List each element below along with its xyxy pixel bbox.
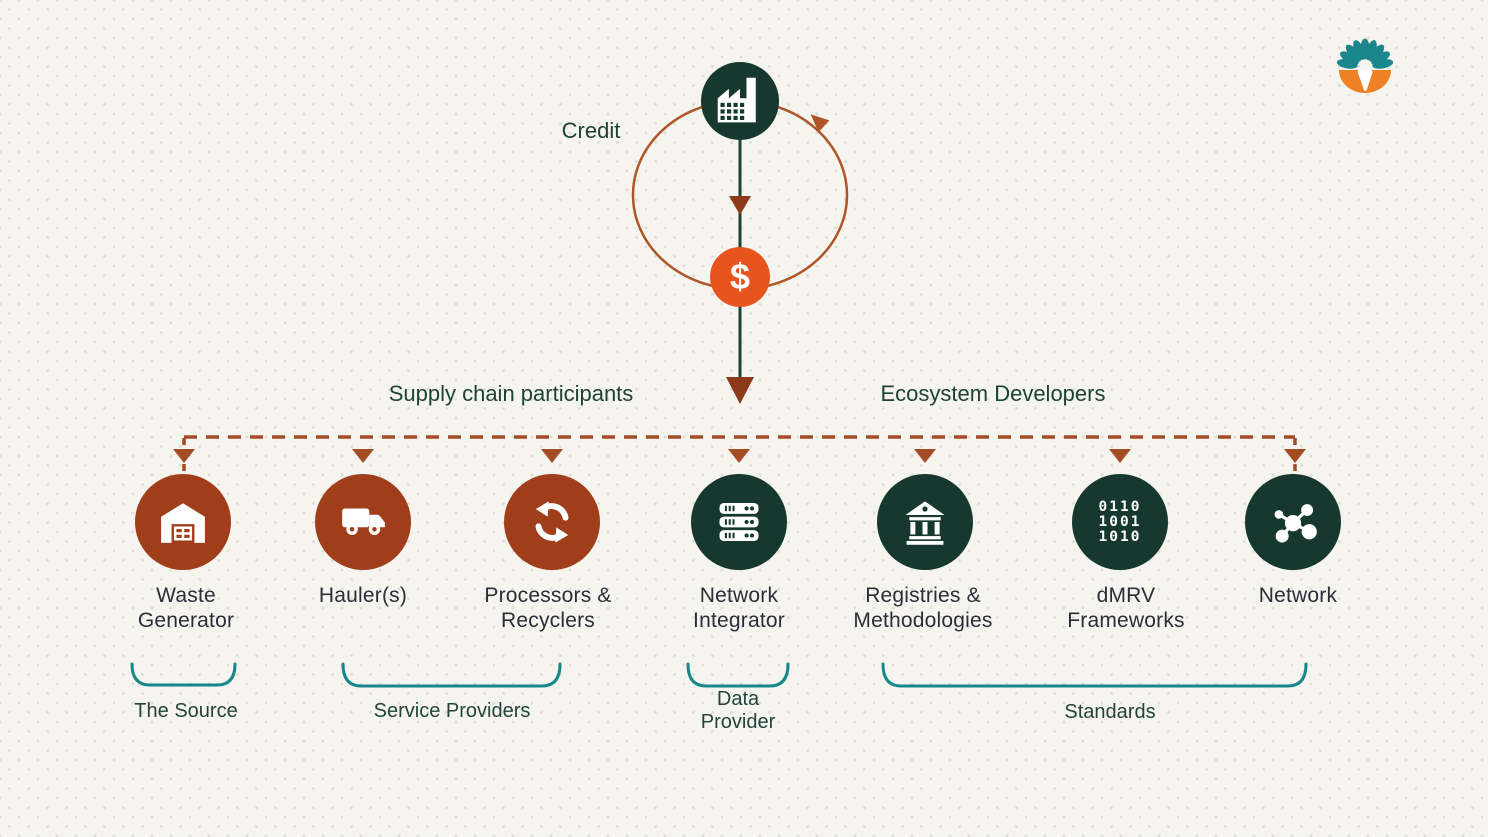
- node-dmrv-frameworks: 0110 1001 1010: [1072, 474, 1168, 570]
- drop-arrowhead-icon: [352, 449, 374, 463]
- warehouse-icon: [161, 503, 205, 543]
- node-label-processors: Processors & Recyclers: [484, 584, 612, 632]
- network-icon: [1274, 504, 1317, 543]
- bank-icon: [905, 501, 945, 545]
- drop-arrowhead-icon: [728, 449, 750, 463]
- group-label-standards: Standards: [1064, 701, 1156, 723]
- drop-arrowhead-icon: [1284, 449, 1306, 463]
- node-label-registries: Registries & Methodologies: [853, 584, 993, 632]
- binary-icon: 0110 1001 1010: [1098, 498, 1142, 545]
- node-haulers: [315, 474, 411, 570]
- mid-arrowhead-icon: [729, 196, 751, 215]
- truck-icon: [342, 508, 385, 536]
- drop-arrowhead-icon: [541, 449, 563, 463]
- node-label-network-integrator: Network Integrator: [693, 584, 785, 632]
- credit-label: Credit: [561, 118, 621, 143]
- group-label-service-providers: Service Providers: [373, 700, 531, 722]
- money-node: $: [710, 247, 770, 307]
- dollar-icon: $: [729, 256, 751, 297]
- main-arrowhead-icon: [726, 377, 754, 404]
- waste-generator-source-node: [701, 62, 779, 140]
- node-label-waste-generator: Waste Generator: [137, 584, 235, 632]
- section-heading-supply-chain: Supply chain participants: [388, 381, 634, 406]
- loop-arrowhead-icon: [810, 114, 830, 133]
- group-label-data-provider: Data Provider: [700, 688, 776, 733]
- server-icon: [719, 503, 759, 541]
- factory-icon: [717, 77, 756, 123]
- group-label-the-source: The Source: [134, 700, 238, 722]
- section-heading-ecosystem: Ecosystem Developers: [880, 381, 1106, 406]
- bracket-standards: [881, 662, 1308, 688]
- bracket-service-providers: [341, 662, 562, 688]
- node-label-network: Network: [1258, 584, 1338, 607]
- drop-arrowhead-icon: [1109, 449, 1131, 463]
- drop-arrowhead-icon: [173, 449, 195, 463]
- recycle-icon: [535, 501, 569, 543]
- node-waste-generator: [135, 474, 231, 570]
- drop-arrowhead-icon: [914, 449, 936, 463]
- bracket-the-source: [130, 662, 237, 687]
- carrot-logo: [1336, 38, 1394, 93]
- bracket-data-provider: [686, 662, 790, 688]
- node-label-dmrv: dMRV Frameworks: [1067, 584, 1185, 632]
- node-network-integrator: [691, 474, 787, 570]
- node-registries-methodologies: [877, 474, 973, 570]
- node-processors-recyclers: [504, 474, 600, 570]
- node-label-haulers: Hauler(s): [318, 584, 408, 607]
- node-network: [1245, 474, 1341, 570]
